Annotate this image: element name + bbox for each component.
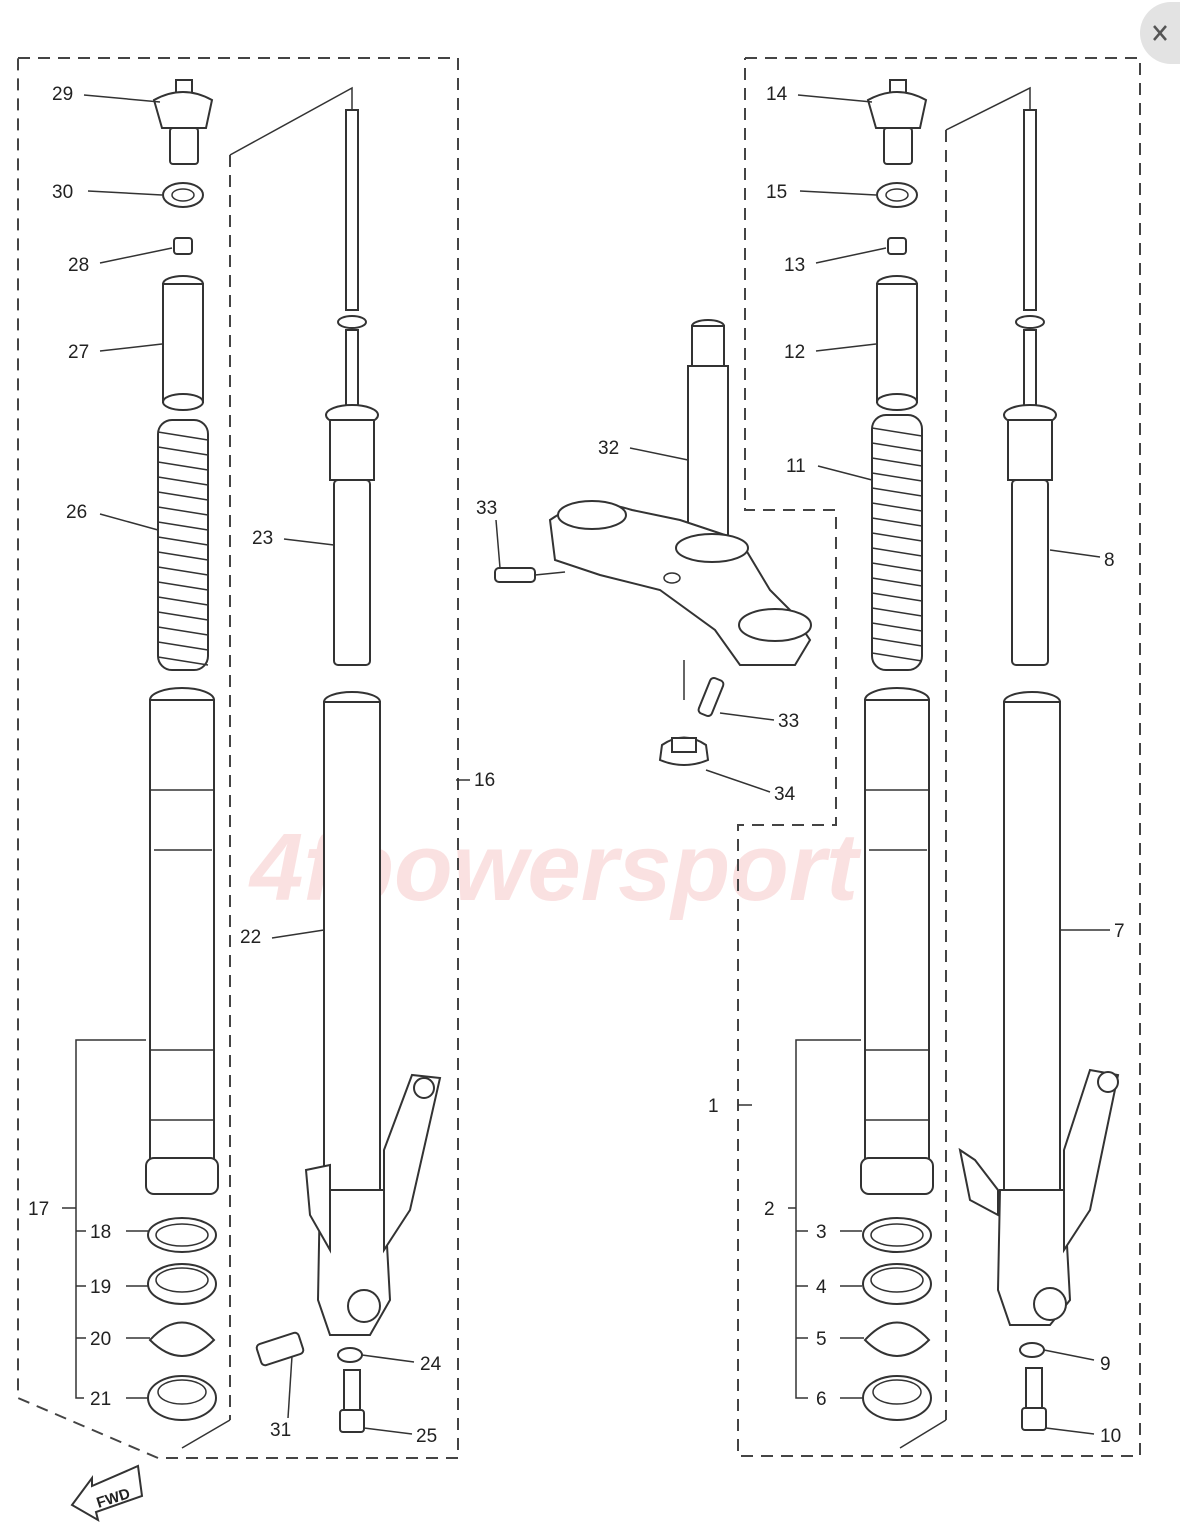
callout-15: 15 <box>766 182 787 203</box>
steering-stem-assembly <box>494 319 812 766</box>
right-fork-boundary <box>737 57 1141 1457</box>
callout-20: 20 <box>90 1329 111 1350</box>
left-fork-boundary <box>17 57 459 1459</box>
callout-31: 31 <box>270 1420 291 1441</box>
callout-4: 4 <box>816 1277 827 1298</box>
callout-5: 5 <box>816 1329 827 1350</box>
callout-27: 27 <box>68 342 89 363</box>
close-button[interactable] <box>1140 2 1180 64</box>
cartridge <box>325 404 379 666</box>
callout-28: 28 <box>68 255 89 276</box>
callout-18: 18 <box>90 1222 111 1243</box>
leader-lines <box>62 94 1110 1435</box>
callout-14: 14 <box>766 84 788 105</box>
callout-25: 25 <box>416 1426 437 1447</box>
close-icon <box>1153 25 1167 41</box>
inner-tube <box>323 691 381 1193</box>
callout-2: 2 <box>764 1199 775 1220</box>
cap-bolt-part <box>152 79 214 165</box>
callout-9: 9 <box>1100 1354 1111 1375</box>
callout-33-top: 33 <box>476 498 497 519</box>
callout-13: 13 <box>784 255 805 276</box>
callout-33-bottom: 33 <box>778 711 799 732</box>
callout-22: 22 <box>240 927 261 948</box>
callout-26: 26 <box>66 502 87 523</box>
callout-3: 3 <box>816 1222 827 1243</box>
callout-6: 6 <box>816 1389 827 1410</box>
right-fork-parts <box>860 79 1120 1431</box>
callout-1: 1 <box>708 1096 719 1117</box>
outer-tube <box>145 687 219 1195</box>
left-fork-parts <box>145 79 442 1433</box>
callout-29: 29 <box>52 84 73 105</box>
callout-16: 16 <box>474 770 495 791</box>
callout-labels: 29 30 28 27 26 23 16 22 17 18 19 20 21 2… <box>28 84 1125 1447</box>
fork-spring <box>157 419 209 671</box>
fwd-arrow: FWD <box>70 1464 144 1523</box>
callout-32: 32 <box>598 438 619 459</box>
callout-10: 10 <box>1100 1426 1121 1447</box>
callout-23: 23 <box>252 528 273 549</box>
callout-8: 8 <box>1104 550 1115 571</box>
callout-12: 12 <box>784 342 805 363</box>
callout-17: 17 <box>28 1199 49 1220</box>
callout-19: 19 <box>90 1277 111 1298</box>
callout-21: 21 <box>90 1389 111 1410</box>
callout-24: 24 <box>420 1354 442 1375</box>
callout-34: 34 <box>774 784 796 805</box>
callout-7: 7 <box>1114 921 1125 942</box>
axle-bracket <box>304 1073 442 1336</box>
callout-30: 30 <box>52 182 73 203</box>
callout-11: 11 <box>786 456 806 477</box>
